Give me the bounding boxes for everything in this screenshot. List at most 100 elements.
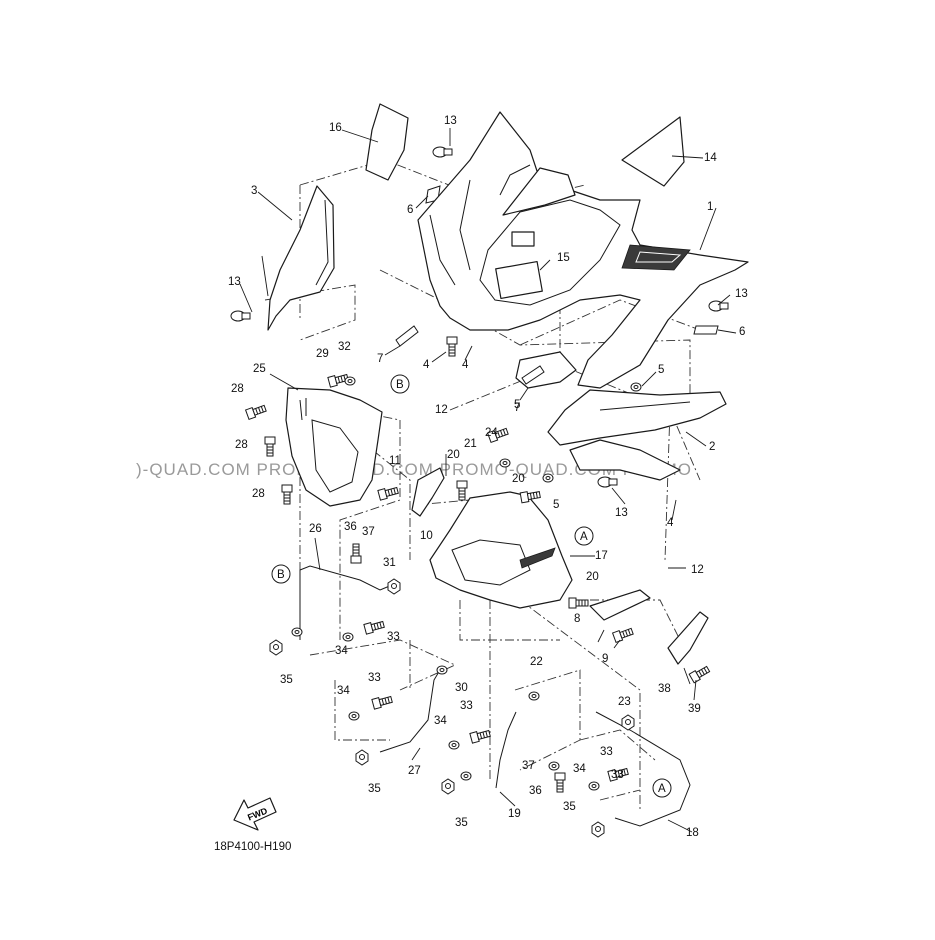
callout-25: 25 <box>253 363 266 375</box>
callout-28: 28 <box>231 383 244 395</box>
callout-35: 35 <box>563 801 576 813</box>
callout-36: 36 <box>529 785 542 797</box>
bracket-38 <box>667 611 709 665</box>
nut-icon <box>621 714 635 731</box>
callout-20: 20 <box>512 473 525 485</box>
washer-icon <box>499 458 511 468</box>
fwd-arrow-icon: FWD <box>233 797 277 831</box>
callout-33: 33 <box>600 746 613 758</box>
callout-23: 23 <box>618 696 631 708</box>
callout-29: 29 <box>316 348 329 360</box>
washer-icon <box>291 627 303 637</box>
callout-6: 6 <box>407 204 413 216</box>
clip-icon <box>230 310 251 322</box>
bolt-icon <box>688 665 711 684</box>
callout-7: 7 <box>377 353 383 365</box>
callout-A: A <box>658 783 666 795</box>
nut-icon <box>355 749 369 766</box>
callout-20: 20 <box>586 571 599 583</box>
callout-15: 15 <box>557 252 570 264</box>
washer-icon <box>448 740 460 750</box>
bolt-icon <box>519 491 541 504</box>
callout-28: 28 <box>235 439 248 451</box>
side-cover-2 <box>547 389 727 446</box>
callout-33: 33 <box>460 700 473 712</box>
washer-icon <box>548 761 560 771</box>
callout-34: 34 <box>335 645 348 657</box>
callout-18: 18 <box>686 827 699 839</box>
front-guard-17 <box>429 491 573 609</box>
callout-20: 20 <box>447 449 460 461</box>
hardware <box>230 146 729 838</box>
callout-circle <box>652 778 672 798</box>
callout-33: 33 <box>368 672 381 684</box>
leader-lines <box>239 128 737 833</box>
callout-4: 4 <box>462 359 469 371</box>
callout-34: 34 <box>434 715 447 727</box>
callout-5: 5 <box>514 399 520 411</box>
bolt-icon <box>446 336 458 357</box>
bolt-icon <box>469 729 491 744</box>
callout-14: 14 <box>704 152 717 164</box>
stay-27 <box>379 669 441 753</box>
washer-icon <box>348 711 360 721</box>
callout-circle <box>574 526 594 546</box>
bolt-icon <box>486 427 509 444</box>
bolt-icon <box>244 404 267 421</box>
washer-icon <box>542 473 554 483</box>
diagram-code: 18P4100-H190 <box>214 841 291 853</box>
side-panel-left <box>267 185 335 331</box>
callout-1: 1 <box>707 201 713 213</box>
callout-35: 35 <box>455 817 468 829</box>
stay-18 <box>595 711 691 827</box>
callout-37: 37 <box>362 526 375 538</box>
callout-16: 16 <box>329 122 342 134</box>
nut-icon <box>441 778 455 795</box>
callout-5: 5 <box>658 364 664 376</box>
callout-21: 21 <box>464 438 477 450</box>
bracket-8 <box>589 589 651 621</box>
callout-6: 6 <box>739 326 745 338</box>
bolt-icon <box>554 772 566 793</box>
bolt-icon <box>611 627 634 644</box>
bolt-icon <box>350 543 362 564</box>
callout-35: 35 <box>280 674 293 686</box>
callout-B: B <box>396 379 404 391</box>
tray-15 <box>495 260 543 300</box>
callout-34: 34 <box>337 685 350 697</box>
stay-19 <box>495 711 517 789</box>
callout-39: 39 <box>688 703 701 715</box>
tank-cover <box>502 167 576 216</box>
callout-A: A <box>580 531 588 543</box>
callout-13: 13 <box>735 288 748 300</box>
bolt-icon <box>568 597 589 609</box>
callout-10: 10 <box>420 530 433 542</box>
callout-38: 38 <box>658 683 671 695</box>
callout-28: 28 <box>252 488 265 500</box>
washer-icon <box>528 691 540 701</box>
nut-icon <box>269 639 283 656</box>
clip-icon <box>708 300 729 312</box>
callout-33: 33 <box>611 769 624 781</box>
callout-27: 27 <box>408 765 421 777</box>
callout-34: 34 <box>573 763 586 775</box>
bolt-icon <box>264 436 276 457</box>
nut-icon <box>387 578 401 595</box>
callout-circle <box>390 374 410 394</box>
callout-37: 37 <box>522 760 535 772</box>
washer-icon <box>630 382 642 392</box>
callout-circle <box>271 564 291 584</box>
callout-30: 30 <box>455 682 468 694</box>
inner-guard <box>569 439 681 481</box>
decal-14 <box>621 116 685 187</box>
bracket-10 <box>411 467 445 517</box>
callout-24: 24 <box>485 427 498 439</box>
bolt-icon <box>371 695 393 710</box>
callout-5: 5 <box>553 499 559 511</box>
bolt-icon <box>281 484 293 505</box>
callout-19: 19 <box>508 808 521 820</box>
bolt-icon <box>456 480 468 501</box>
callout-9: 9 <box>602 653 608 665</box>
